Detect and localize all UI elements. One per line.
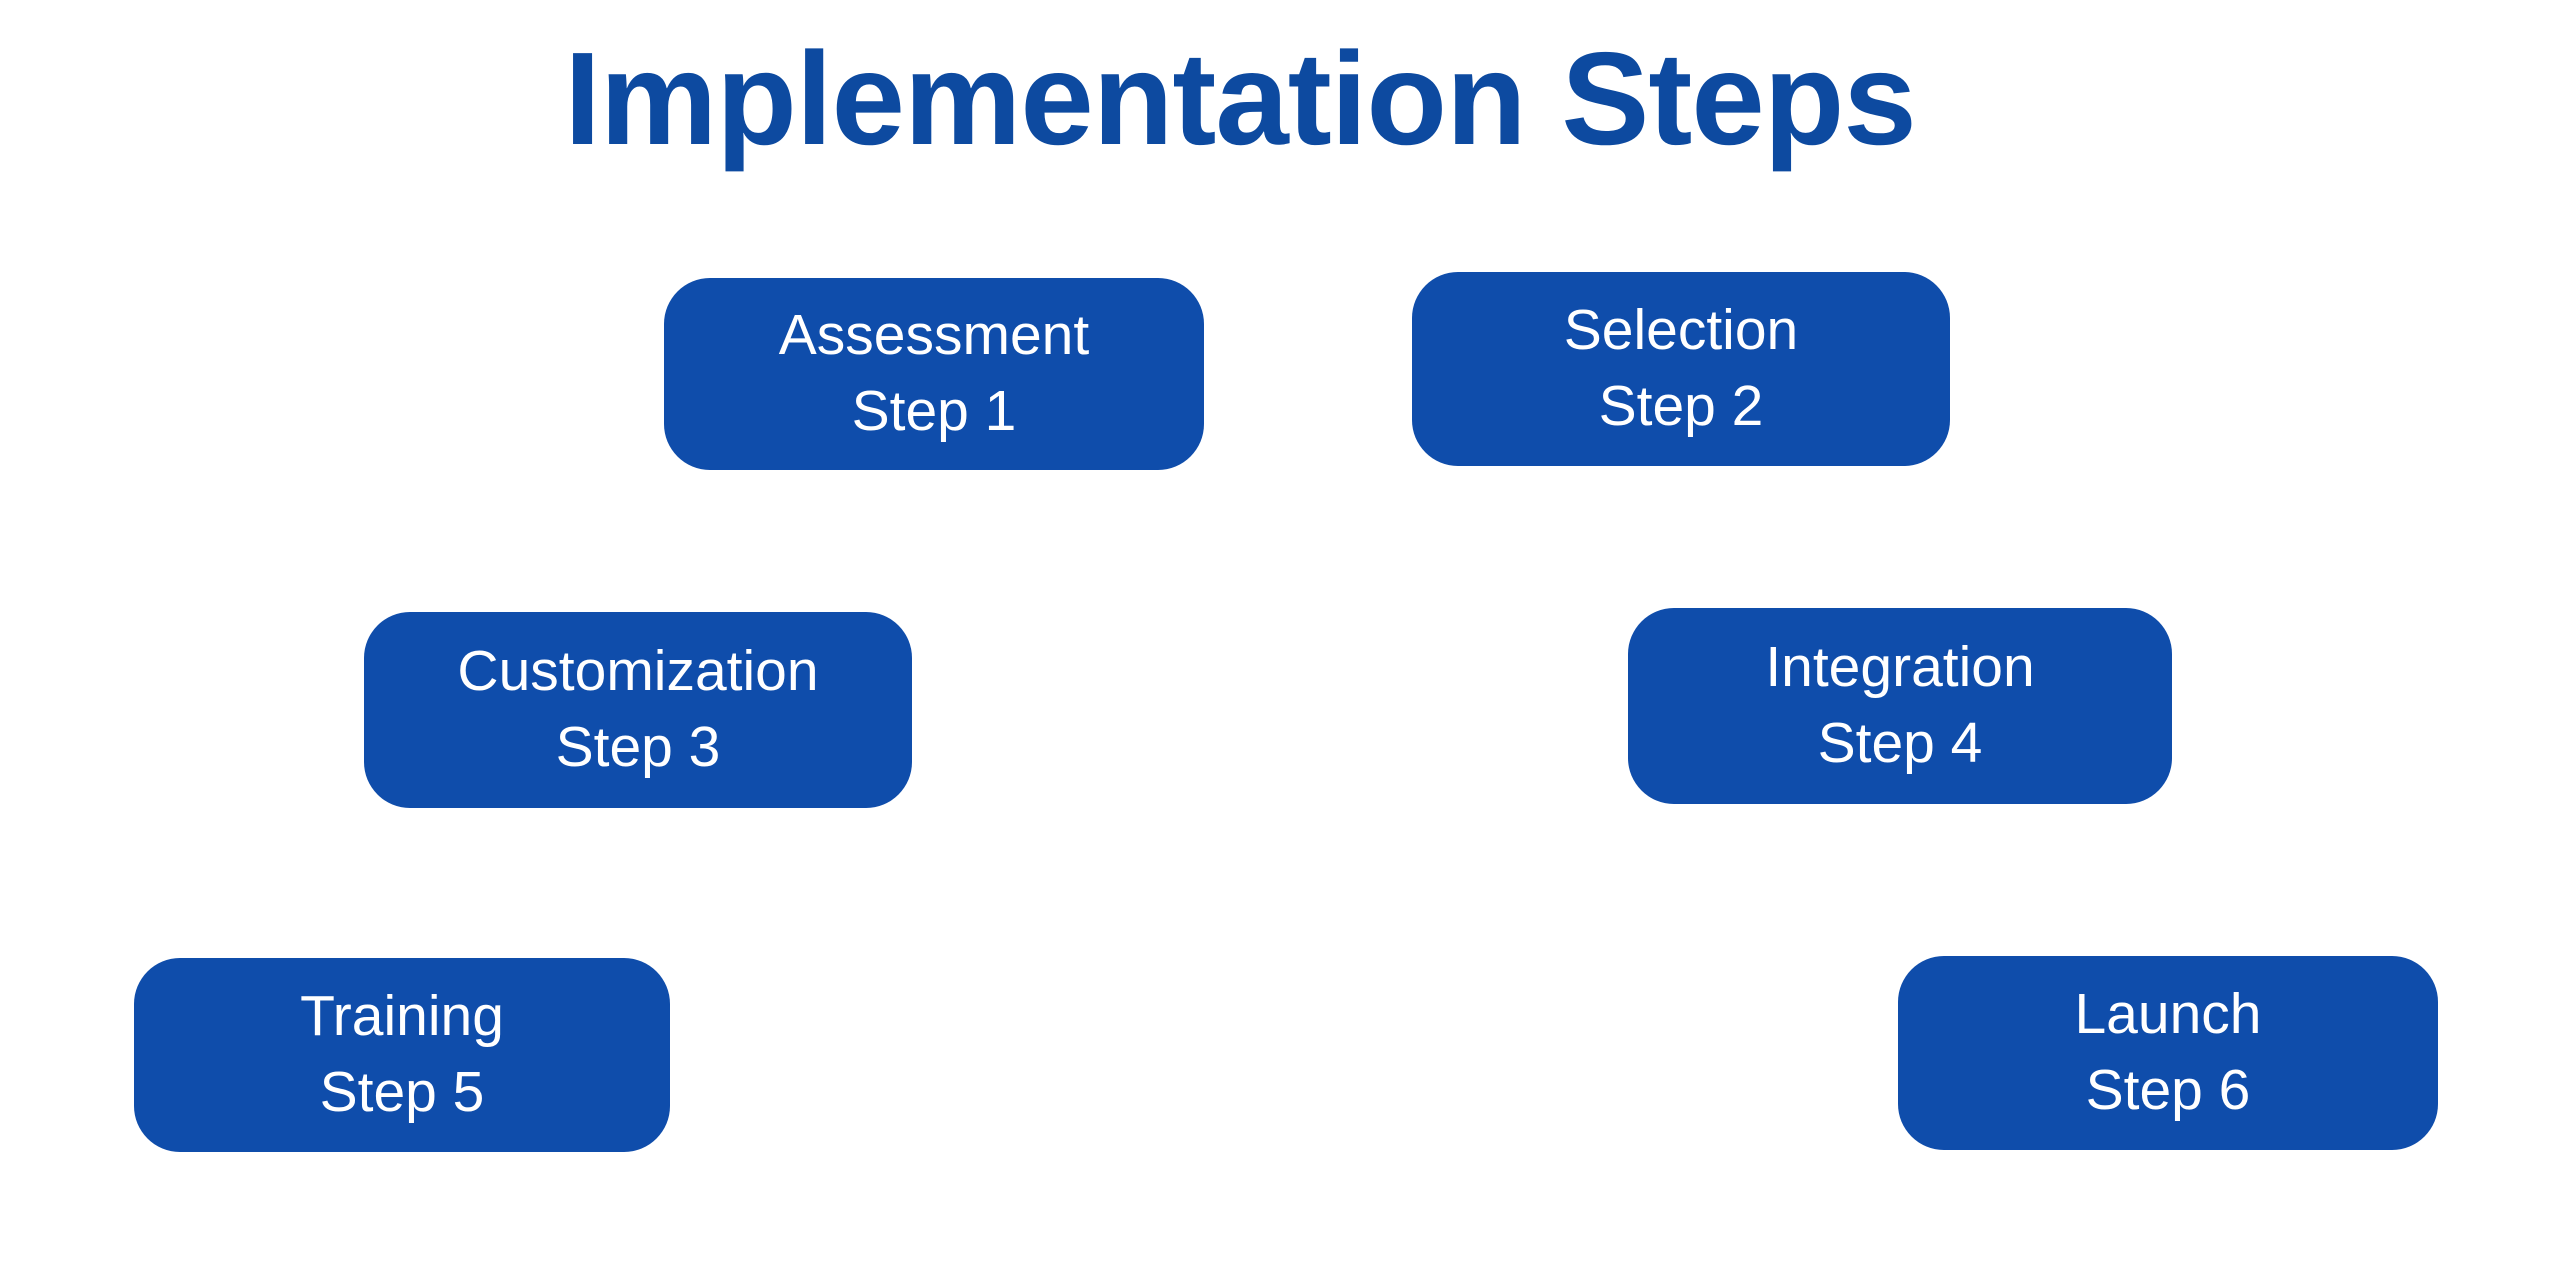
step-box-3-step-number: Step 3: [555, 715, 721, 779]
step-box-6-step-number: Step 6: [2085, 1058, 2251, 1122]
step-box-1-step-number: Step 1: [851, 379, 1017, 443]
step-box-5[interactable]: Training Step 5: [134, 958, 670, 1152]
page-title: Implementation Steps: [564, 25, 1917, 172]
step-box-4[interactable]: Integration Step 4: [1628, 608, 2172, 804]
step-box-5-step-number: Step 5: [319, 1060, 485, 1124]
step-box-4-step-number: Step 4: [1817, 711, 1983, 775]
step-box-4-label: Integration: [1765, 635, 2035, 700]
step-box-2-step-number: Step 2: [1598, 374, 1764, 438]
step-box-5-label: Training: [300, 984, 504, 1049]
step-box-1[interactable]: Assessment Step 1: [664, 278, 1204, 470]
step-box-6-label: Launch: [2074, 982, 2262, 1047]
step-box-6[interactable]: Launch Step 6: [1898, 956, 2438, 1150]
step-box-2[interactable]: Selection Step 2: [1412, 272, 1950, 466]
step-box-2-label: Selection: [1563, 298, 1799, 363]
step-box-3[interactable]: Customization Step 3: [364, 612, 912, 808]
step-box-3-label: Customization: [457, 639, 819, 704]
step-box-1-label: Assessment: [778, 303, 1090, 368]
